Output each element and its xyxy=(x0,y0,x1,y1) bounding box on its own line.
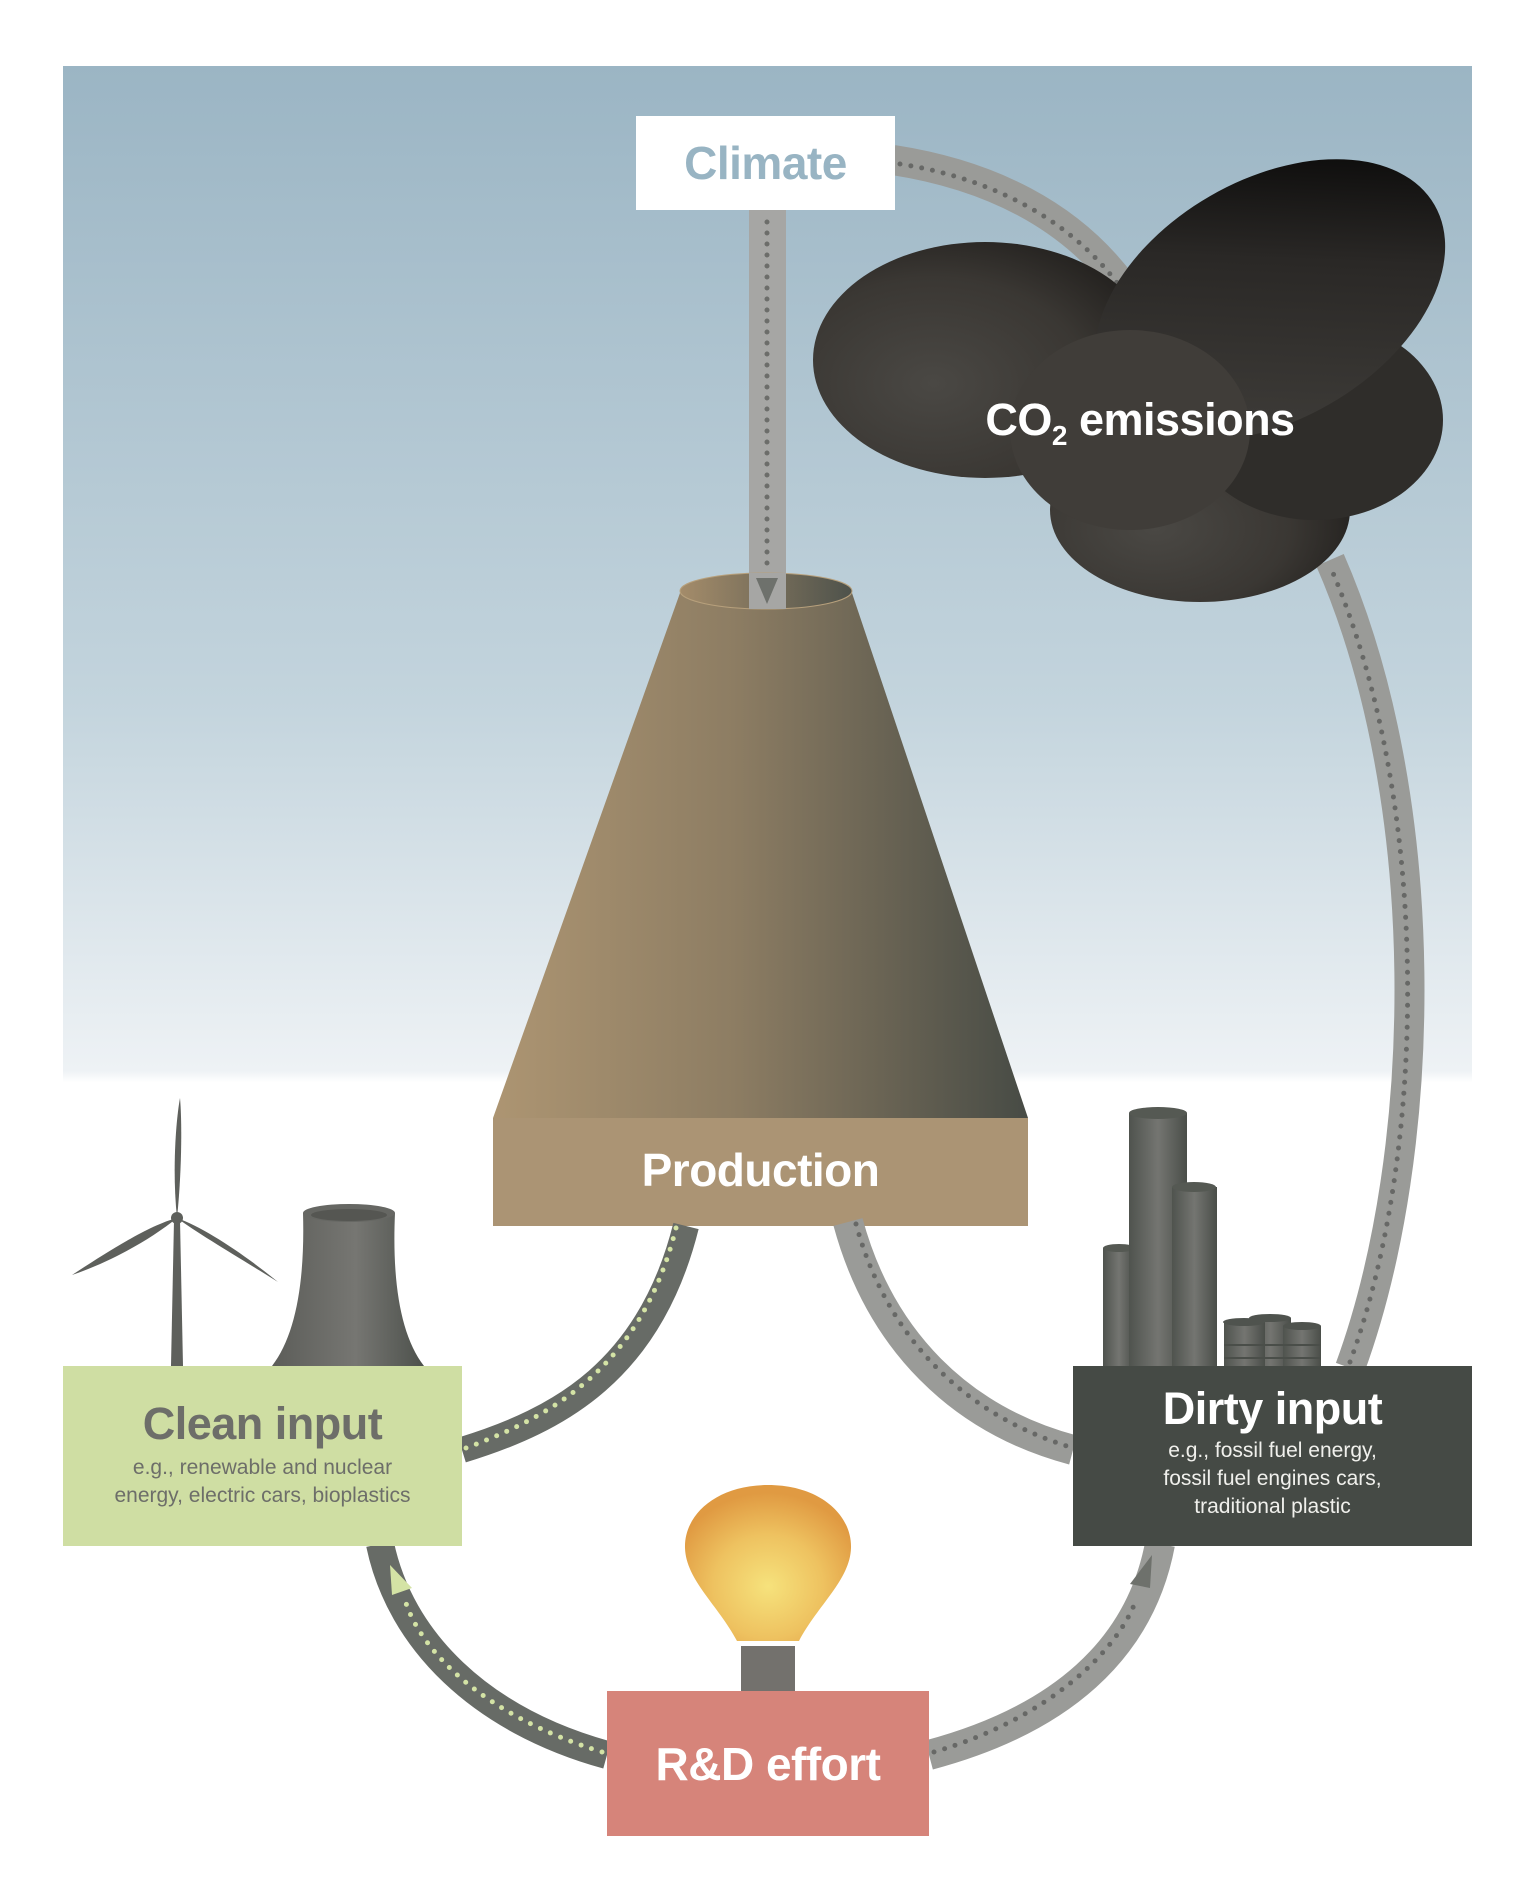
clean-input-node: Clean input e.g., renewable and nuclear … xyxy=(63,1366,462,1546)
edge-rd-to-dirty xyxy=(925,1541,1175,1770)
edge-dirty-to-production xyxy=(833,1218,1077,1465)
edge-clean-to-production xyxy=(458,1222,699,1463)
co2-label-subscript: 2 xyxy=(1051,420,1068,451)
production-box xyxy=(493,1118,1028,1226)
edge-rd-to-clean xyxy=(366,1540,611,1769)
co2-emissions-label: CO2 emissions xyxy=(960,388,1320,452)
dirty-input-title: Dirty input xyxy=(1162,1383,1383,1434)
edge-co2-to-climate xyxy=(890,145,1135,295)
clean-input-examples-line: e.g., renewable and nuclear xyxy=(132,1456,393,1479)
arrowhead-icon xyxy=(1130,1555,1152,1588)
arrowhead-icon xyxy=(390,1565,412,1595)
rd-effort-label: R&D effort xyxy=(655,1737,881,1790)
light-bulb-icon xyxy=(684,1485,852,1691)
wind-turbine-icon xyxy=(72,1098,278,1366)
cooling-tower-icon xyxy=(272,1204,424,1366)
co2-label-suffix: emissions xyxy=(1066,394,1295,445)
clean-input-title: Clean input xyxy=(142,1398,383,1449)
climate-label: Climate xyxy=(684,137,847,189)
dirty-input-examples: e.g., fossil fuel energy, fossil fuel en… xyxy=(1163,1437,1381,1521)
clean-input-examples: e.g., renewable and nuclear energy, elec… xyxy=(114,1454,410,1510)
climate-node: Climate xyxy=(636,116,895,210)
edge-climate-to-production xyxy=(749,210,786,608)
rd-effort-node: R&D effort xyxy=(607,1691,929,1836)
dirty-input-examples-line: traditional plastic xyxy=(1194,1495,1351,1518)
smokestacks-icon xyxy=(1103,1107,1217,1366)
dirty-input-examples-line: e.g., fossil fuel energy, xyxy=(1168,1439,1377,1462)
oil-barrels-icon xyxy=(1223,1314,1321,1366)
smoke-cloud-icon xyxy=(813,159,1446,602)
production-label: Production xyxy=(641,1144,880,1196)
edge-dirty-to-co2 xyxy=(1316,553,1425,1374)
dirty-input-node: Dirty input e.g., fossil fuel energy, fo… xyxy=(1073,1366,1472,1546)
clean-input-examples-line: energy, electric cars, bioplastics xyxy=(114,1484,411,1507)
dirty-input-examples-line: fossil fuel engines cars, xyxy=(1163,1467,1382,1490)
production-funnel xyxy=(493,572,1028,1226)
co2-label-prefix: CO xyxy=(985,394,1052,445)
